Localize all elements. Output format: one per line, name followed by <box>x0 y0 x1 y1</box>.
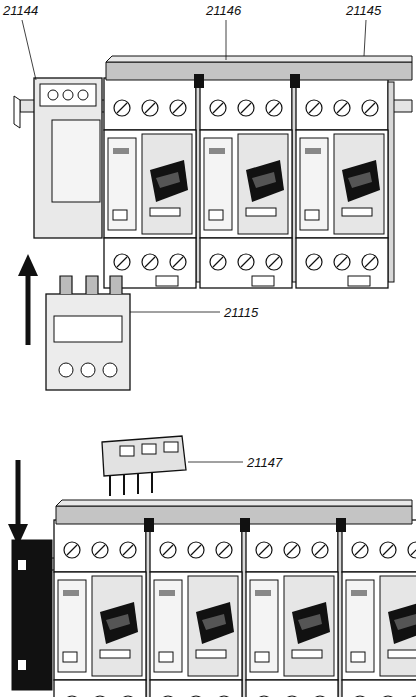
part-number: 21115 <box>224 305 258 320</box>
part-number: 21147 <box>247 455 282 470</box>
part-number: 21144 <box>3 3 38 18</box>
part-number: 21146 <box>206 3 241 18</box>
part-number: 21145 <box>346 3 381 18</box>
